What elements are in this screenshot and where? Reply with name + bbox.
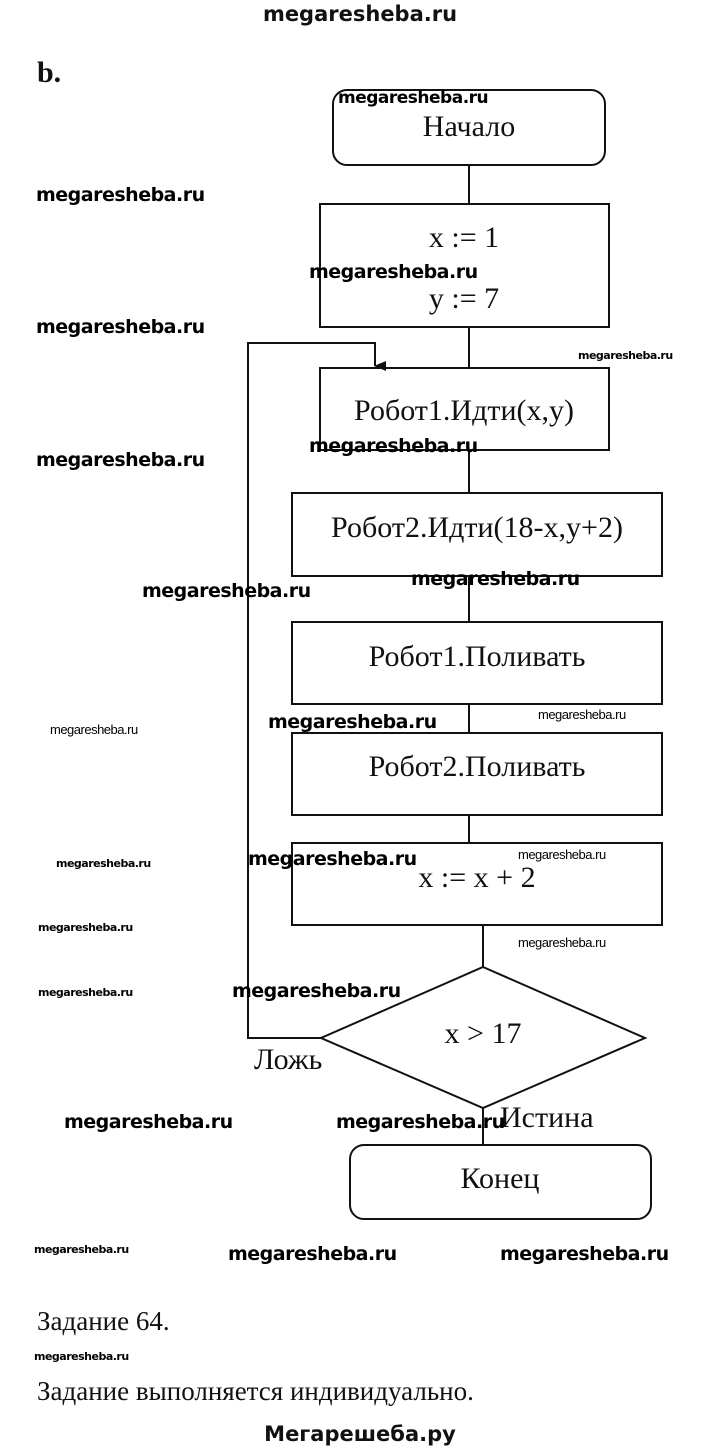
watermark: megaresheba.ru [36,316,205,338]
watermark: megaresheba.ru [268,711,437,733]
watermark: megaresheba.ru [34,1350,129,1363]
task-text: Задание выполняется индивидуально. [37,1376,474,1406]
true-branch-label: Истина [500,1101,594,1134]
step5-block [291,842,663,926]
watermark: megaresheba.ru [228,1243,397,1265]
watermark: megaresheba.ru [336,1111,505,1133]
watermark: megaresheba.ru [38,921,133,934]
step1-label: Робот1.Идти(x,y) [354,394,574,427]
site-header-watermark: megaresheba.ru [262,2,458,26]
watermark: megaresheba.ru [56,857,151,870]
watermark: megaresheba.ru [578,349,673,362]
watermark: megaresheba.ru [36,184,205,206]
step3-block [291,621,663,705]
watermark: megaresheba.ru [500,1243,669,1265]
site-footer-watermark: Мегарешеба.ру [264,1422,456,1446]
watermark: megaresheba.ru [34,1243,129,1256]
step2-block [291,492,663,577]
watermark: megaresheba.ru [309,435,478,457]
watermark: megaresheba.ru [248,848,417,870]
init-block [319,203,610,328]
watermark: megaresheba.ru [411,568,580,590]
watermark: megaresheba.ru [309,261,478,283]
watermark: megaresheba.ru [50,722,138,737]
start-label: Начало [423,110,515,143]
watermark: megaresheba.ru [64,1111,233,1133]
loop-back-arrow [247,342,386,1039]
watermark: megaresheba.ru [338,88,489,108]
step1-block [319,367,610,451]
watermark: megaresheba.ru [518,935,606,950]
false-branch-label: Ложь [254,1043,322,1076]
end-terminal [349,1144,652,1220]
init-x-label: x := 1 [429,221,499,254]
step4-label: Робот2.Поливать [369,750,586,783]
watermark: megaresheba.ru [38,986,133,999]
step4-block [291,732,663,816]
condition-label: x > 17 [445,1017,522,1050]
watermark: megaresheba.ru [538,707,626,722]
end-label: Конец [461,1162,540,1195]
step3-label: Робот1.Поливать [369,640,586,673]
watermark: megaresheba.ru [36,449,205,471]
watermark: megaresheba.ru [142,580,311,602]
part-label: b. [37,56,62,89]
init-y-label: y := 7 [429,282,499,315]
step2-label: Робот2.Идти(18-x,y+2) [331,511,623,544]
watermark: megaresheba.ru [518,847,606,862]
watermark: megaresheba.ru [232,980,401,1002]
task-title: Задание 64. [37,1306,170,1336]
step5-label: x := x + 2 [418,861,535,894]
